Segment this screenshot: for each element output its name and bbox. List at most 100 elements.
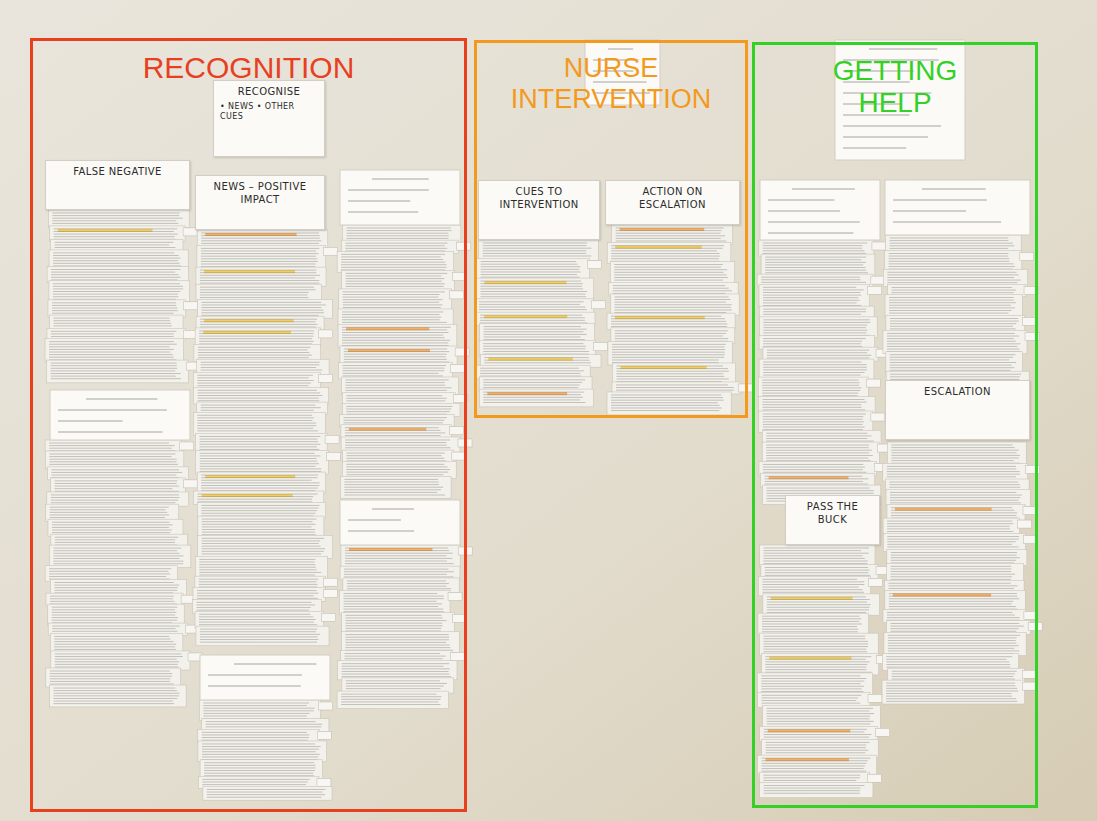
print-line <box>887 277 1014 278</box>
print-line <box>202 529 315 530</box>
print-line <box>201 367 317 368</box>
print-line <box>479 309 587 310</box>
quote-strip <box>339 363 465 379</box>
print-line <box>891 566 1012 567</box>
print-line <box>343 302 439 303</box>
print-line <box>201 485 319 486</box>
print-line <box>346 472 448 473</box>
print-line <box>890 321 1019 322</box>
print-line <box>763 367 866 368</box>
strip-paper <box>607 392 731 415</box>
print-line <box>55 480 178 481</box>
print-line <box>616 230 722 231</box>
strip-paper <box>758 576 870 596</box>
strip-paper <box>882 654 1018 671</box>
quote-strip <box>49 545 190 568</box>
print-line <box>763 327 865 328</box>
print-line <box>763 297 858 298</box>
print-line <box>341 267 446 268</box>
print-line <box>206 724 322 725</box>
print-line <box>892 673 1015 674</box>
print-line <box>344 656 445 657</box>
print-line <box>341 262 445 263</box>
scribble <box>86 399 157 400</box>
quote-strip <box>882 680 1036 704</box>
print-line <box>200 324 317 325</box>
print-line <box>347 238 449 239</box>
print-line <box>762 768 864 769</box>
print-line <box>197 415 312 416</box>
print-line <box>479 307 585 308</box>
print-line <box>611 256 720 257</box>
quote-strip <box>197 230 328 247</box>
print-line <box>616 373 723 374</box>
strip-paper <box>762 442 879 463</box>
print-line <box>483 348 585 349</box>
print-line <box>886 698 1016 699</box>
print-line <box>891 631 1017 632</box>
print-line <box>612 359 719 360</box>
print-line <box>201 233 319 234</box>
print-line <box>345 385 445 386</box>
print-line <box>201 362 320 363</box>
print-line <box>202 734 310 735</box>
print-line <box>49 576 166 577</box>
print-line <box>346 398 446 399</box>
quote-strip <box>196 267 326 286</box>
print-line <box>202 732 307 733</box>
print-line <box>480 291 587 292</box>
print-line <box>889 258 1010 259</box>
print-line <box>52 213 179 214</box>
strip-paper <box>886 352 1023 374</box>
strip-paper <box>193 412 325 435</box>
print-line <box>347 588 451 589</box>
print-line <box>200 463 319 464</box>
print-line <box>763 364 867 365</box>
quote-strip <box>194 387 329 404</box>
print-line <box>345 382 444 383</box>
print-line <box>49 341 174 342</box>
print-line <box>203 703 309 704</box>
print-line <box>202 746 321 747</box>
strip-tag <box>323 578 337 586</box>
print-line <box>346 281 442 282</box>
print-line <box>762 618 861 619</box>
print-line <box>483 402 585 403</box>
print-line <box>200 461 317 462</box>
strip-paper <box>339 363 453 379</box>
quote-strip <box>479 240 599 261</box>
print-line <box>202 754 320 755</box>
print-line <box>53 553 179 554</box>
scribble <box>869 49 937 50</box>
print-line <box>197 383 311 384</box>
strip-tag <box>322 613 336 621</box>
print-line <box>762 700 856 701</box>
print-line <box>762 765 865 766</box>
print-line <box>763 343 861 344</box>
print-line <box>766 752 866 753</box>
quote-strip <box>886 352 1023 374</box>
print-line <box>887 476 1016 477</box>
print-line <box>202 740 308 741</box>
print-line <box>346 406 452 407</box>
print-line <box>346 400 445 401</box>
print-line <box>481 277 580 278</box>
print-line <box>766 455 873 456</box>
print-line <box>761 277 860 278</box>
strip-paper <box>480 324 595 343</box>
quote-strip <box>198 516 324 537</box>
print-line <box>765 257 866 258</box>
print-line <box>614 272 723 273</box>
print-line <box>197 428 313 429</box>
print-line <box>766 435 871 436</box>
print-line <box>200 453 315 454</box>
print-line <box>762 626 857 627</box>
strip-tag <box>872 242 886 250</box>
print-line <box>763 421 864 422</box>
print-line <box>202 519 317 520</box>
print-line <box>344 356 446 357</box>
print-line <box>52 305 176 306</box>
print-line <box>203 713 309 714</box>
print-line <box>50 598 173 599</box>
print-line <box>481 264 578 265</box>
